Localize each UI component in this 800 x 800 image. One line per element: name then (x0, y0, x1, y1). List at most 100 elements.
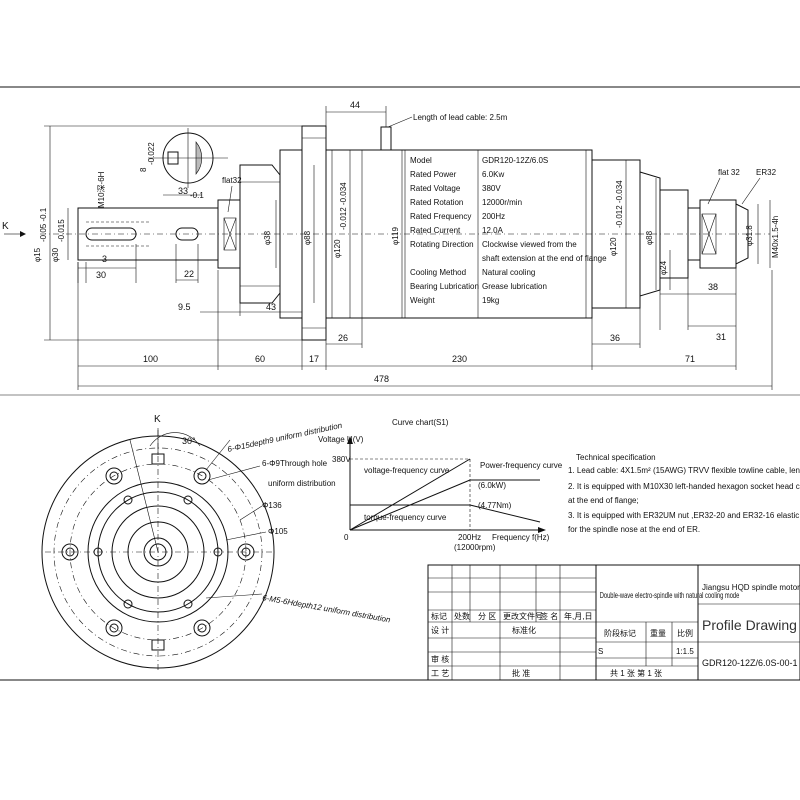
svg-text:22: 22 (184, 269, 194, 279)
svg-text:Model: Model (410, 156, 432, 165)
company-name: Jiangsu HQD spindle motor Co.,Ltd. (702, 583, 800, 592)
svg-text:Rated Frequency: Rated Frequency (410, 212, 471, 221)
flange-outer-circle (41, 435, 275, 669)
svg-text:比例: 比例 (677, 628, 693, 638)
svg-text:-0.05 -0.1: -0.05 -0.1 (39, 207, 48, 242)
svg-text:(6.0kW): (6.0kW) (478, 481, 506, 490)
dim-17: 17 (309, 354, 319, 364)
svg-text:380V: 380V (332, 455, 351, 464)
dim-230: 230 (452, 354, 467, 364)
svg-text:Bearing Lubrication: Bearing Lubrication (410, 282, 479, 291)
svg-text:torque-frequency curve: torque-frequency curve (364, 513, 447, 522)
svg-text:30: 30 (96, 270, 106, 280)
svg-text:-0.1: -0.1 (190, 191, 204, 200)
curve-chart: Curve chart(S1) Voltage U(V) 380V 0 200H… (318, 418, 563, 552)
svg-text:签 名: 签 名 (540, 611, 558, 621)
svg-text:3. It is equipped with ER32UM: 3. It is equipped with ER32UM nut ,ER32-… (568, 511, 800, 520)
svg-text:Cooling Method: Cooling Method (410, 268, 466, 277)
svg-text:M40x1.5-4h: M40x1.5-4h (771, 216, 780, 258)
drawing-name: Profile Drawing (702, 617, 797, 633)
top-view: K Length of lead cable: 2.5m (2, 100, 780, 390)
svg-text:3: 3 (102, 254, 107, 264)
svg-text:Rated Voltage: Rated Voltage (410, 184, 461, 193)
svg-text:-0.012 -0.034: -0.012 -0.034 (339, 182, 348, 230)
svg-text:Φ105: Φ105 (268, 527, 288, 536)
svg-text:Technical specification: Technical specification (576, 453, 656, 462)
svg-text:更改文件号: 更改文件号 (503, 611, 543, 621)
svg-text:at the end of flange;: at the end of flange; (568, 496, 639, 505)
svg-text:flat 32: flat 32 (718, 168, 740, 177)
svg-text:φ38: φ38 (263, 230, 272, 245)
svg-text:12.0A: 12.0A (482, 226, 504, 235)
svg-text:标准化: 标准化 (512, 625, 536, 635)
svg-text:M10深-6H: M10深-6H (97, 171, 106, 208)
svg-text:Natural cooling: Natural cooling (482, 268, 535, 277)
svg-text:φ120: φ120 (609, 237, 618, 256)
svg-text:φ31.8: φ31.8 (745, 225, 754, 246)
flange-view-k-letter: K (154, 414, 161, 425)
svg-text:38: 38 (708, 282, 718, 292)
svg-text:工 艺: 工 艺 (431, 669, 449, 678)
svg-text:-0.012 -0.034: -0.012 -0.034 (615, 180, 624, 228)
svg-text:处数: 处数 (454, 611, 470, 621)
svg-text:S: S (598, 647, 603, 656)
svg-text:33: 33 (178, 186, 188, 196)
arrow-icon (20, 231, 26, 237)
svg-text:shaft extension at the end of: shaft extension at the end of flange (482, 254, 607, 263)
dim-60: 60 (255, 354, 265, 364)
svg-text:36: 36 (610, 333, 620, 343)
svg-text:6-Φ9Through hole: 6-Φ9Through hole (262, 459, 328, 468)
svg-text:43: 43 (266, 302, 276, 312)
svg-text:1. Lead cable: 4X1.5m² (15AWG): 1. Lead cable: 4X1.5m² (15AWG) TRVV flex… (568, 466, 800, 475)
svg-text:9.5: 9.5 (178, 302, 191, 312)
svg-text:重量: 重量 (650, 628, 666, 638)
svg-text:2. It is equipped with M10X30: 2. It is equipped with M10X30 left-hande… (568, 482, 800, 491)
spec-table: Model GDR120-12Z/6.0S Rated Power 6.0Kw … (404, 150, 607, 318)
curve-title: Curve chart(S1) (392, 418, 449, 427)
flange-view: K (41, 414, 392, 672)
cable-gland (380, 126, 392, 151)
svg-text:φ119: φ119 (391, 227, 400, 245)
dimensions: 44 8 -0.022 33 -0.1 M10深-6H flat32 φ15 -… (33, 100, 780, 390)
svg-text:Clockwise viewed from the: Clockwise viewed from the (482, 240, 577, 249)
svg-text:380V: 380V (482, 184, 501, 193)
tech-spec: Technical specification 1. Lead cable: 4… (568, 453, 800, 534)
svg-text:uniform distribution: uniform distribution (268, 479, 336, 488)
svg-text:6-M5-6Hdepth12 uniform distri: 6-M5-6Hdepth12 uniform distribution (262, 593, 392, 625)
svg-text:Φ136: Φ136 (262, 501, 282, 510)
svg-text:ER32: ER32 (756, 168, 777, 177)
svg-text:19kg: 19kg (482, 296, 499, 305)
svg-text:(4.77Nm): (4.77Nm) (478, 501, 512, 510)
title-block: 标记 处数 分 区 更改文件号 签 名 年,月,日 设 计 标准化 审 核 工 … (427, 564, 800, 681)
drawing-number: GDR120-12Z/6.0S-00-1 (702, 658, 798, 668)
svg-text:1:1.5: 1:1.5 (676, 647, 694, 656)
lead-cable-label: Length of lead cable: 2.5m (413, 113, 508, 122)
voltage-line (349, 458, 471, 531)
svg-text:12000r/min: 12000r/min (482, 198, 522, 207)
svg-text:阶段标记: 阶段标记 (604, 628, 636, 638)
svg-text:φ24: φ24 (659, 260, 668, 275)
keyway (85, 227, 137, 241)
svg-text:Rated Power: Rated Power (410, 170, 457, 179)
svg-text:(12000rpm): (12000rpm) (454, 543, 496, 552)
svg-text:批 准: 批 准 (512, 668, 530, 678)
svg-text:0: 0 (344, 533, 349, 542)
dim-478: 478 (374, 374, 389, 384)
svg-text:6.0Kw: 6.0Kw (482, 170, 504, 179)
svg-text:Grease lubrication: Grease lubrication (482, 282, 547, 291)
view-k-letter: K (2, 221, 9, 232)
svg-text:共 1 张 第 1 张: 共 1 张 第 1 张 (610, 668, 662, 678)
svg-text:44: 44 (350, 100, 360, 110)
angle-label: 30° (182, 436, 196, 446)
svg-text:200Hz: 200Hz (482, 212, 505, 221)
key-slot (175, 227, 199, 241)
dim-100: 100 (143, 354, 158, 364)
svg-text:审 核: 审 核 (431, 654, 449, 664)
svg-text:年,月,日: 年,月,日 (564, 611, 592, 621)
svg-text:标记: 标记 (431, 611, 447, 621)
shaft-center-circle (149, 543, 167, 561)
svg-text:Voltage U(V): Voltage U(V) (318, 435, 364, 444)
svg-text:26: 26 (338, 333, 348, 343)
svg-text:φ15: φ15 (33, 247, 42, 262)
